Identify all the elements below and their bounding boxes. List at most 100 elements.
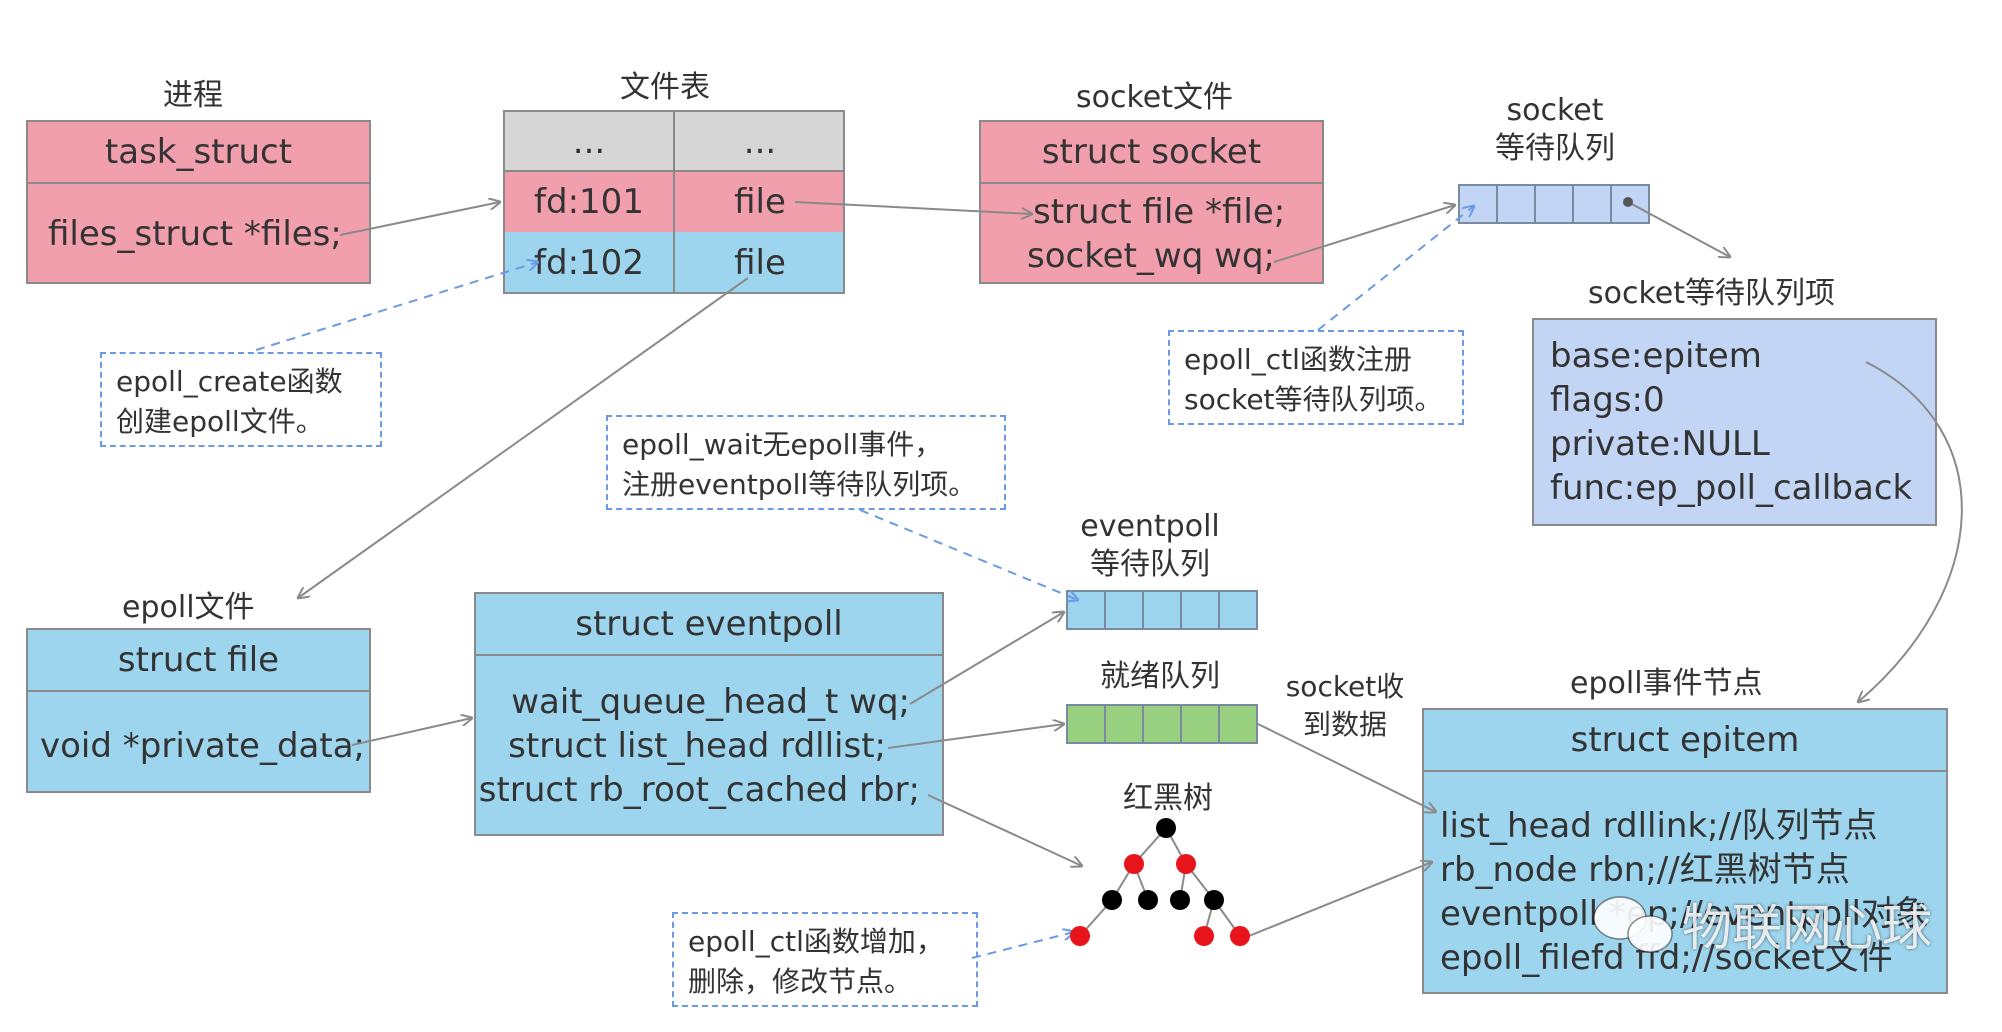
epitem-rbn: rb_node rbn;//红黑树节点 <box>1440 850 1850 890</box>
struct-socket-header: struct socket <box>981 122 1322 184</box>
note-line: socket等待队列项。 <box>1184 383 1443 416</box>
epoll-file-title: epoll文件 <box>122 590 255 625</box>
struct-socket-box: struct socket struct file *file; socket_… <box>979 120 1324 284</box>
fd-102-cell: fd:102 <box>505 232 675 292</box>
private-data-field: void *private_data; <box>40 726 366 766</box>
arrow-rbr-to-rb-tree <box>927 794 1082 866</box>
wait-item-flags: flags:0 <box>1550 380 1665 420</box>
rb-node-black <box>1204 890 1224 910</box>
arrow-file-to-socket <box>794 201 1032 214</box>
arrow-queue-to-wait-item <box>1627 201 1730 257</box>
epoll-ctl-modify-note: epoll_ctl函数增加， 删除，修改节点。 <box>672 912 978 1007</box>
epitem-title: epoll事件节点 <box>1570 666 1763 701</box>
socket-wq-field: socket_wq wq; <box>1027 236 1275 276</box>
note-line: epoll_wait无epoll事件， <box>622 428 943 461</box>
rb-tree-title: 红黑树 <box>1123 781 1213 816</box>
rb-node-red <box>1124 854 1144 874</box>
socket-wait-queue-title-line: 等待队列 <box>1495 131 1615 166</box>
rb-tree <box>1079 827 1241 937</box>
arrow-rdllist-to-ready-queue <box>887 724 1064 749</box>
epoll-wait-note: epoll_wait无epoll事件， 注册eventpoll等待队列项。 <box>606 415 1006 510</box>
queue-slot <box>1068 706 1106 742</box>
epitem-header: struct epitem <box>1424 710 1946 772</box>
fd-102-file-cell: file <box>675 232 843 292</box>
wait-item-private: private:NULL <box>1550 424 1770 464</box>
epitem-ep: eventpoll *ep;//eventpoll对象 <box>1440 894 1929 934</box>
rb-node-red <box>1070 926 1090 946</box>
eventpoll-wait-queue-title: eventpoll 等待队列 <box>1050 508 1250 584</box>
socket-recv-label: socket收 到数据 <box>1270 668 1420 744</box>
watermark-text: 物联网心球 <box>1682 899 1932 957</box>
wechat-logo-icon <box>1593 896 1673 953</box>
note-line: epoll_create函数 <box>116 365 343 398</box>
fd-101-cell: fd:101 <box>505 172 675 232</box>
fd-101-file-cell: file <box>675 172 843 232</box>
eventpoll-wq-field: wait_queue_head_t wq; <box>511 682 910 722</box>
task-struct-box: task_struct files_struct *files; <box>26 120 371 284</box>
socket-wait-queue <box>1458 184 1650 224</box>
file-table: ... ... fd:101 file fd:102 file <box>503 110 845 294</box>
queue-slot <box>1182 592 1220 628</box>
files-field: files_struct *files; <box>48 214 342 254</box>
dashed-arrow-ctl-to-socket-queue <box>1317 206 1474 331</box>
ready-queue <box>1066 704 1258 744</box>
arrow-wq-to-eventpoll-queue <box>909 612 1064 705</box>
epoll-struct-file-header: struct file <box>28 630 369 692</box>
socket-file-title: socket文件 <box>1076 80 1234 115</box>
arrow-private-data-to-eventpoll <box>351 718 472 746</box>
dashed-arrow-create-to-fd102 <box>255 262 538 351</box>
wait-item-func: func:ep_poll_callback <box>1550 468 1913 508</box>
rb-node-black <box>1156 818 1176 838</box>
eventpoll-rbr-field: struct rb_root_cached rbr; <box>478 770 920 810</box>
queue-slot <box>1068 592 1106 628</box>
queue-slot <box>1144 706 1182 742</box>
queue-slot <box>1574 186 1612 222</box>
task-struct-header: task_struct <box>28 122 369 184</box>
queue-slot <box>1106 706 1144 742</box>
dashed-arrow-ctl-modify-to-rb-tree <box>971 932 1074 959</box>
rb-node-black <box>1170 890 1190 910</box>
file-table-cell: ... <box>505 112 675 172</box>
socket-wait-item-box: base:epitem flags:0 private:NULL func:ep… <box>1532 318 1937 526</box>
wait-item-base: base:epitem <box>1550 336 1762 376</box>
arrow-files-to-fd101 <box>339 202 500 236</box>
dashed-arrow-wait-to-eventpoll-queue <box>859 509 1078 600</box>
socket-wait-item-title: socket等待队列项 <box>1588 276 1836 311</box>
note-line: 删除，修改节点。 <box>688 965 913 998</box>
queue-slot <box>1460 186 1498 222</box>
socket-recv-label-line: socket收 <box>1285 670 1405 703</box>
arrow-ready-queue-to-epitem <box>1257 723 1436 812</box>
queue-slot <box>1106 592 1144 628</box>
epoll-create-note: epoll_create函数 创建epoll文件。 <box>100 352 382 447</box>
queue-slot <box>1182 706 1220 742</box>
rb-node-red <box>1194 926 1214 946</box>
socket-queue-dot <box>1623 197 1633 207</box>
eventpoll-rdllist-field: struct list_head rdllist; <box>508 726 886 766</box>
eventpoll-wait-queue-title-line: 等待队列 <box>1090 547 1210 582</box>
ready-queue-title: 就绪队列 <box>1100 659 1220 694</box>
process-title: 进程 <box>163 78 223 113</box>
arrow-wait-item-to-epitem <box>1858 361 1963 702</box>
arrow-wq-to-socket-queue <box>1273 205 1455 263</box>
epoll-struct-file-box: struct file void *private_data; <box>26 628 371 793</box>
arrow-rb-tree-to-epitem <box>1243 862 1432 939</box>
epitem-box: struct epitem list_head rdllink;//队列节点 r… <box>1422 708 1948 994</box>
epoll-ctl-register-note: epoll_ctl函数注册 socket等待队列项。 <box>1168 330 1464 425</box>
note-line: epoll_ctl函数增加， <box>688 925 944 958</box>
queue-slot <box>1536 186 1574 222</box>
queue-slot <box>1498 186 1536 222</box>
eventpoll-header: struct eventpoll <box>476 594 942 656</box>
queue-slot <box>1144 592 1182 628</box>
file-table-cell: ... <box>675 112 843 172</box>
note-line: 创建epoll文件。 <box>116 405 324 438</box>
epitem-rdllink: list_head rdllink;//队列节点 <box>1440 806 1878 846</box>
eventpoll-box: struct eventpoll wait_queue_head_t wq; s… <box>474 592 944 836</box>
rb-node-black <box>1138 890 1158 910</box>
eventpoll-wait-queue-title-line: eventpoll <box>1080 509 1220 544</box>
file-table-title: 文件表 <box>620 70 710 105</box>
rb-node-red <box>1230 926 1250 946</box>
rb-node-red <box>1176 854 1196 874</box>
note-line: epoll_ctl函数注册 <box>1184 343 1412 376</box>
socket-file-field: struct file *file; <box>1033 192 1286 232</box>
